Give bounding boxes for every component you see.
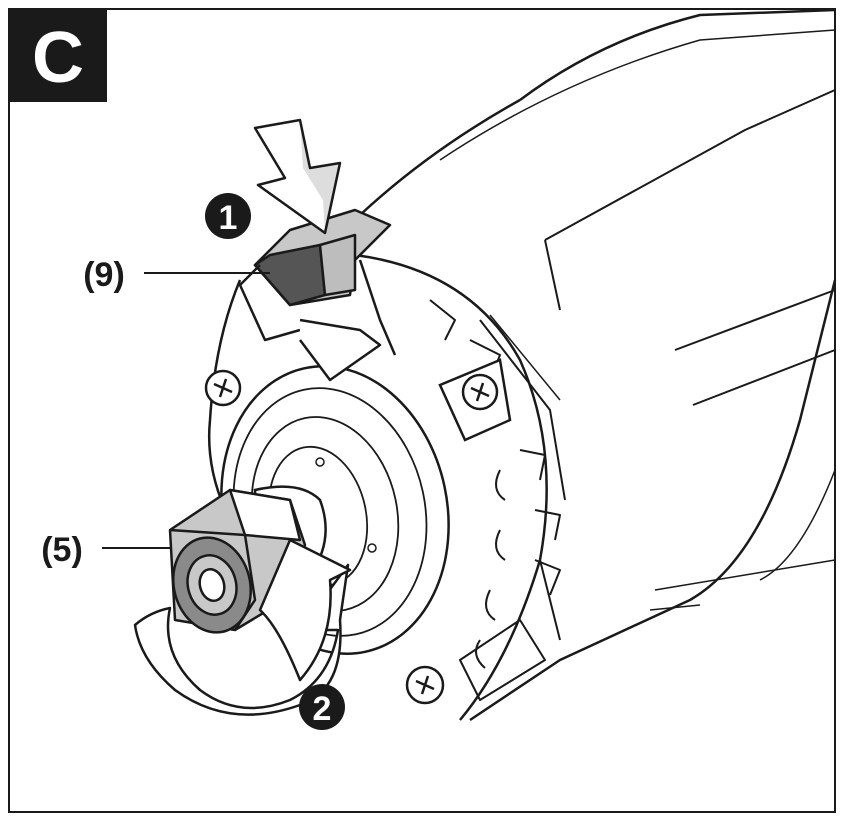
- motor-housing: [359, 8, 837, 722]
- figure-frame: [8, 8, 836, 813]
- step-2-number: 2: [313, 690, 332, 728]
- press-arrow: [253, 118, 342, 235]
- spindle-lock-button: [238, 208, 397, 382]
- screw-bottom: [405, 665, 445, 705]
- panel-letter: C: [32, 18, 84, 98]
- step-1-marker: 1: [205, 193, 251, 239]
- rotate-arrow: [133, 538, 352, 716]
- callout-nut-label: (5): [41, 531, 83, 569]
- step-1-number: 1: [219, 199, 238, 237]
- callout-lever: (9): [83, 256, 270, 294]
- callout-lever-label: (9): [83, 256, 125, 294]
- screw-right: [438, 358, 512, 442]
- callout-nut: (5): [41, 531, 172, 569]
- step-2-marker: 2: [299, 684, 345, 730]
- panel-letter-box: C: [9, 9, 107, 102]
- screw-top-left: [204, 369, 242, 407]
